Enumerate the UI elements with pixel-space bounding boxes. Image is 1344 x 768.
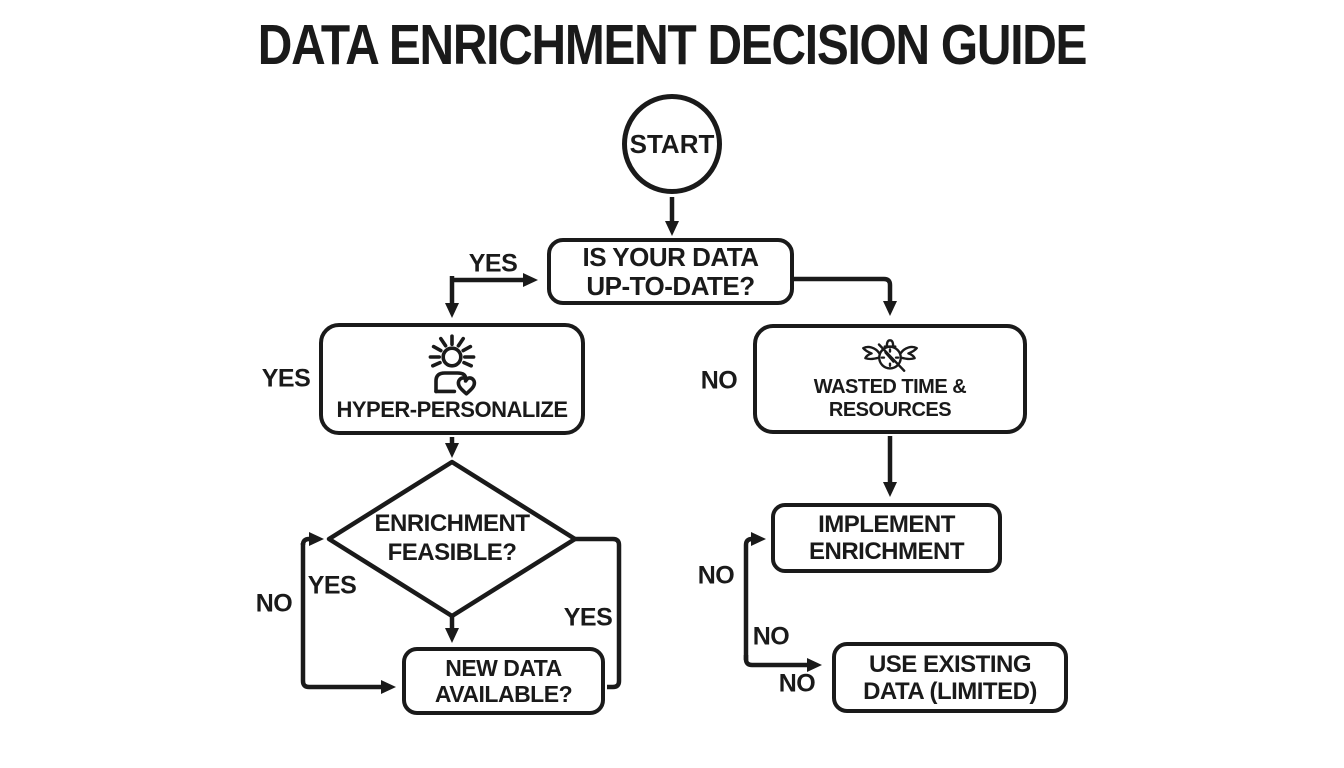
label-no-right-branch: NO: [700, 366, 738, 395]
edge-no-into-implement: [743, 532, 766, 660]
node-start: START: [622, 94, 722, 194]
hyper-label: HYPER-PERSONALIZE: [336, 397, 568, 422]
node-new-data-available: NEW DATA AVAILABLE?: [402, 647, 605, 715]
label-yes-left-of-hyper: YES: [261, 364, 311, 393]
useexisting-line2: DATA (LIMITED): [863, 677, 1037, 705]
edge-no-to-wasted: [794, 276, 897, 316]
label-yes-loop-right: YES: [563, 603, 613, 632]
implement-line2: ENRICHMENT: [809, 538, 965, 565]
diagram-title: DATA ENRICHMENT DECISION GUIDE: [257, 13, 1088, 77]
useexisting-line1: USE EXISTING: [868, 650, 1032, 678]
node-implement-enrichment: IMPLEMENT ENRICHMENT: [771, 503, 1002, 573]
diamond-label: ENRICHMENT FEASIBLE?: [351, 509, 553, 567]
newdata-line1: NEW DATA: [445, 655, 562, 681]
edge-loop-right-to-newdata: [575, 536, 622, 690]
label-no-to-implement: NO: [697, 561, 735, 590]
node-hyper-personalize: HYPER-PERSONALIZE: [319, 323, 585, 435]
label-no-mid: NO: [752, 622, 790, 651]
person-sun-heart-icon: [428, 334, 477, 396]
diamond-enrichment-feasible: [326, 459, 578, 619]
label-yes-loop-left: YES: [307, 571, 357, 600]
node-wasted-time-resources: WASTED TIME & RESOURCES: [753, 324, 1027, 434]
decision1-line1: IS YOUR DATA: [582, 241, 759, 272]
newdata-line2: AVAILABLE?: [434, 681, 573, 707]
edge-loop-left-into-newdata: [300, 543, 396, 694]
label-yes-to-decision: YES: [468, 249, 518, 278]
wasted-label: WASTED TIME & RESOURCES: [813, 376, 967, 421]
label-no-loop-left: NO: [255, 589, 293, 618]
node-use-existing-data: USE EXISTING DATA (LIMITED): [832, 642, 1068, 713]
diamond-line1: ENRICHMENT: [374, 510, 531, 537]
implement-line1: IMPLEMENT: [818, 511, 955, 538]
edge-no-into-useexisting: [743, 655, 822, 672]
winged-stopwatch-icon: [862, 339, 918, 372]
start-label: START: [629, 128, 715, 159]
diamond-line2: FEASIBLE?: [387, 539, 517, 566]
node-is-data-up-to-date: IS YOUR DATA UP-TO-DATE?: [547, 238, 794, 305]
label-no-to-use-existing: NO: [778, 669, 816, 698]
decision1-line2: UP-TO-DATE?: [586, 270, 755, 301]
